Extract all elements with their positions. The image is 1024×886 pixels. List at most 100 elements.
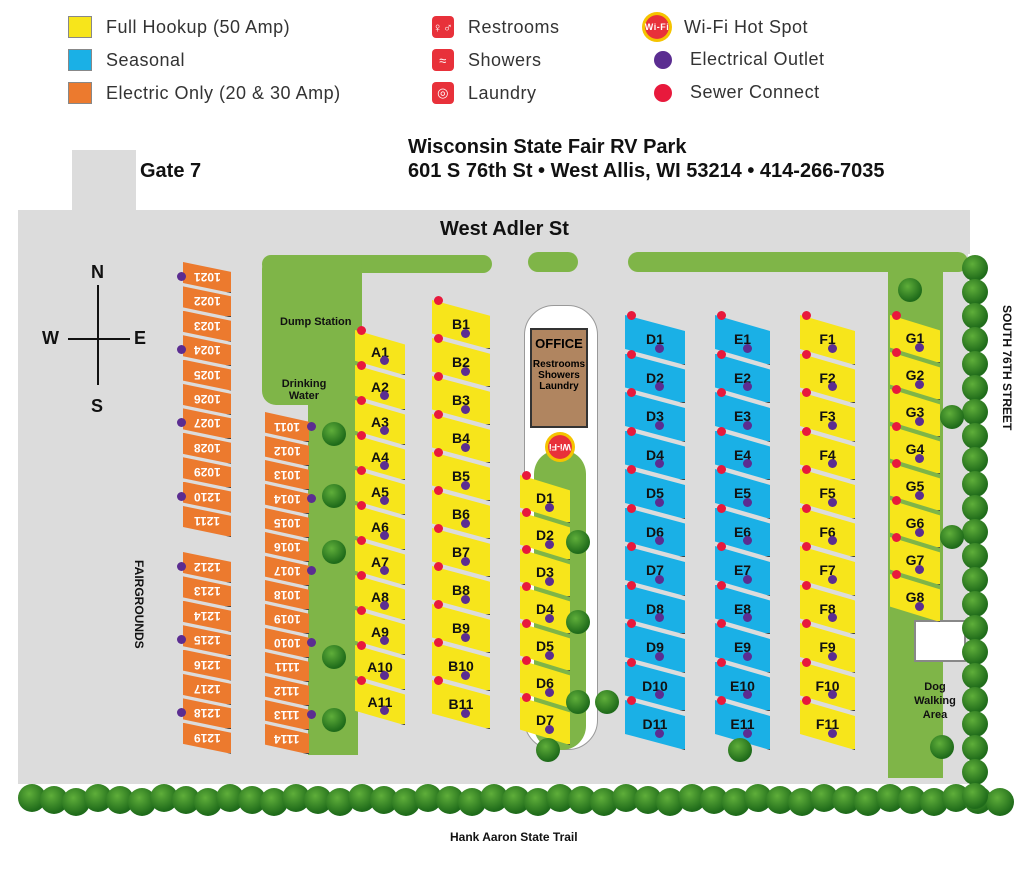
site-label: 1214: [193, 608, 221, 623]
legend-label: Laundry: [468, 82, 537, 103]
tree-icon: [566, 610, 590, 634]
dump-station-label: Dump Station: [280, 316, 352, 328]
site-label: 1027: [193, 416, 221, 431]
outlet-dot: [742, 536, 752, 546]
site-label: 1219: [193, 730, 221, 745]
outlet-dot: [915, 490, 924, 500]
outlet-dot: [827, 497, 837, 507]
tree-icon: [322, 540, 346, 564]
tree-icon: [566, 690, 590, 714]
sewer-dot: [434, 676, 443, 685]
sewer-dot: [802, 311, 811, 320]
tree-icon: [728, 738, 752, 762]
seasonal-swatch: [68, 49, 92, 71]
outlet-dot: [655, 690, 664, 700]
outlet-dot: [177, 418, 186, 428]
shower-icon: ≈: [432, 49, 454, 71]
office-service: Laundry: [539, 381, 579, 392]
outlet-dot: [380, 391, 389, 401]
sewer-dot: [717, 465, 726, 474]
sewer-dot: [802, 465, 811, 474]
outlet-dot: [742, 690, 752, 700]
outlet-dot: [380, 356, 389, 366]
outlet-dot: [380, 461, 389, 471]
site-d-yellow-D2[interactable]: D2: [520, 512, 570, 560]
laundry-icon: ◎: [432, 82, 454, 104]
legend-label: Seasonal: [106, 49, 186, 70]
legend-label: Full Hookup (50 Amp): [106, 16, 291, 37]
legend-label: Restrooms: [468, 16, 560, 37]
outlet-dot: [827, 690, 837, 700]
sewer-dot: [434, 524, 443, 533]
site-label: 1114: [274, 731, 300, 746]
site-label: 1212: [193, 559, 221, 574]
outlet-dot: [827, 728, 837, 738]
sewer-dot: [627, 388, 636, 397]
sewer-dot: [802, 619, 811, 628]
outlet-dot: [742, 651, 752, 661]
outlet-dot: [177, 491, 186, 501]
tree-icon: [962, 303, 988, 329]
sewer-dot: [717, 619, 726, 628]
sewer-dot: [357, 466, 366, 475]
sewer-dot: [892, 385, 901, 394]
tree-icon: [962, 351, 988, 377]
wifi-hotspot-icon: Wi-Fi: [642, 12, 672, 42]
outlet-dot: [827, 420, 837, 430]
outlet-dot: [461, 708, 470, 718]
sewer-dot: [522, 582, 531, 591]
tree-icon: [962, 327, 988, 353]
legend-label: Showers: [468, 49, 542, 70]
sewer-dot: [357, 641, 366, 650]
gate-road: [72, 150, 136, 220]
site-label: 1015: [273, 515, 301, 530]
site-label: 1013: [273, 467, 301, 482]
sewer-dot: [802, 503, 811, 513]
tree-icon: [962, 279, 988, 305]
site-label: 1023: [193, 318, 221, 333]
outlet-dot: [380, 636, 389, 646]
park-title: Wisconsin State Fair RV Park: [408, 136, 687, 158]
outlet-dot: [827, 613, 837, 623]
office-service: Showers: [538, 370, 580, 381]
electric-only-swatch: [68, 82, 92, 104]
outlet-dot: [380, 671, 389, 681]
outlet-dot: [461, 404, 470, 414]
outlet-dot: [915, 564, 924, 574]
legend-restrooms: ♀♂ Restrooms: [432, 16, 560, 38]
site-label: 1113: [274, 707, 300, 722]
tree-icon: [962, 399, 988, 425]
outlet-dot: [655, 574, 664, 584]
tree-icon: [962, 567, 988, 593]
sewer-dot: [627, 619, 636, 628]
park-address: 601 S 76th St • West Allis, WI 53214 • 4…: [408, 160, 885, 182]
outlet-dot: [915, 416, 924, 426]
tree-icon: [986, 788, 1014, 816]
sewer-dot: [522, 656, 531, 665]
site-label: 1028: [193, 440, 221, 455]
outlet-dot: [655, 613, 664, 623]
site-label: 1012: [273, 443, 301, 458]
site-label: 1216: [193, 657, 221, 672]
outlet-dot: [545, 613, 554, 623]
outlet-dot: [827, 459, 837, 469]
restroom-icon: ♀♂: [432, 16, 454, 38]
site-label: 1029: [193, 465, 221, 480]
outlet-dot: [655, 420, 664, 430]
sewer-dot: [892, 533, 901, 542]
sewer-dot: [717, 503, 726, 513]
site-label: 1011: [273, 419, 301, 434]
site-label: 1213: [193, 584, 221, 599]
tree-icon: [962, 663, 988, 689]
outlet-dot: [742, 343, 752, 353]
outlet-dot: [655, 343, 664, 353]
sewer-dot: [357, 571, 366, 580]
tree-icon: [962, 471, 988, 497]
tree-icon: [962, 423, 988, 449]
office-building[interactable]: OFFICE Restrooms Showers Laundry: [530, 328, 588, 428]
sewer-dot: [717, 349, 726, 359]
compass-n: N: [91, 262, 104, 282]
outlet-dot: [827, 536, 837, 546]
sewer-dot: [717, 426, 726, 436]
outlet-dot: [545, 687, 554, 697]
